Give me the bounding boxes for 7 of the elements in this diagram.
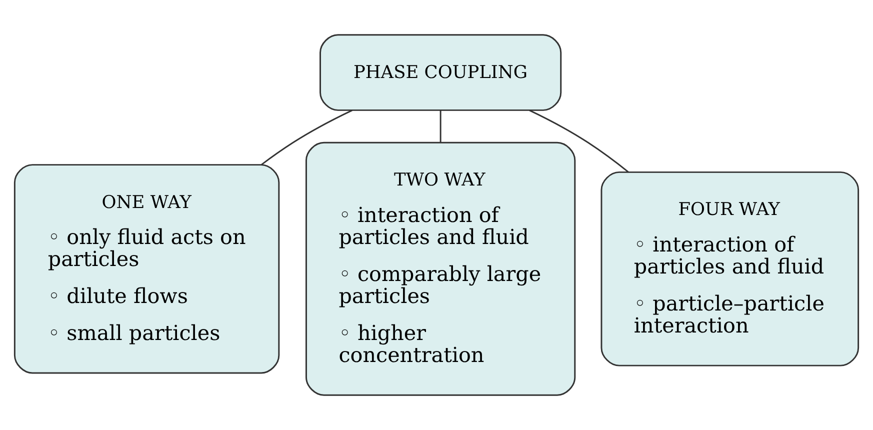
node-box: PHASE COUPLING bbox=[320, 34, 562, 111]
node-box: TWO WAY ◦ interaction of particles and fluid ◦ comparably large particles ◦ higher concentration bbox=[305, 142, 576, 396]
node-box: ONE WAY ◦ only fluid acts on particles ◦ dilute flows ◦ small particles bbox=[14, 164, 280, 374]
connector bbox=[440, 110, 442, 143]
node-box: FOUR WAY ◦ interaction of particles and fluid ◦ particle–particle interaction bbox=[600, 171, 860, 366]
connector bbox=[261, 110, 353, 166]
connector bbox=[529, 110, 629, 173]
